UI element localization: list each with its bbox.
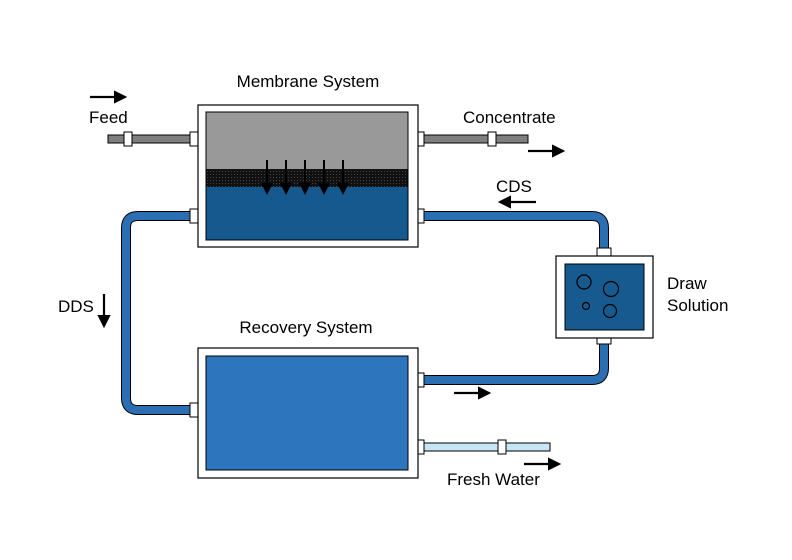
recovery-return-pipe: [415, 335, 612, 388]
membrane-layer: [206, 169, 408, 187]
fresh-water-label: Fresh Water: [447, 470, 540, 489]
draw-side-chamber: [206, 187, 408, 240]
draw-solution-label-line2: Solution: [667, 296, 728, 315]
fresh-water-pipe: [415, 439, 551, 455]
recovery-system-box: [197, 347, 419, 479]
feed-pipe: [107, 131, 199, 147]
concentrate-pipe: [415, 131, 529, 147]
draw-solution-tank: [555, 255, 654, 339]
dds-pipe: [121, 208, 199, 418]
water-flux-arrows: [261, 160, 349, 195]
dds-label: DDS: [58, 297, 94, 316]
cds-label: CDS: [496, 177, 532, 196]
concentrate-label: Concentrate: [463, 108, 556, 127]
cds-pipe: [415, 208, 612, 257]
recovery-system-title: Recovery System: [239, 318, 372, 337]
membrane-system-box: [197, 104, 419, 248]
draw-solution-label-line1: Draw: [667, 274, 707, 293]
feed-side-chamber: [206, 112, 408, 169]
feed-label: Feed: [89, 108, 128, 127]
membrane-system-title: Membrane System: [237, 72, 380, 91]
draw-solution-bubbles: [576, 274, 620, 319]
